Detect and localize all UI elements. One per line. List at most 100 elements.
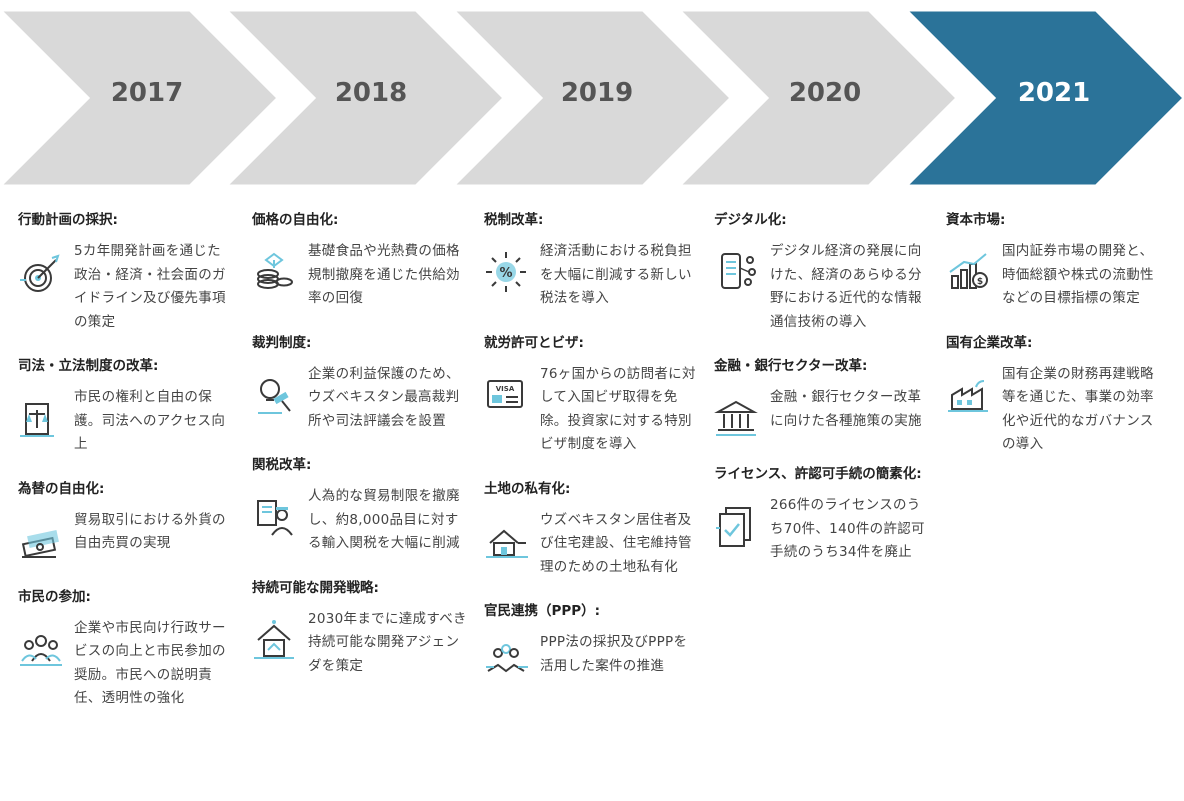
reform-body: 貿易取引における外貨の自由売買の実現 xyxy=(18,509,233,565)
reform-body: $ 国内証券市場の開発と、時価総額や株式の流動性などの目標指標の策定 xyxy=(946,240,1161,311)
reform-item: 関税改革: 人為的な貿易制限を撤廃し、約8,000品目に対する輸入関税を大幅に削減 xyxy=(252,455,467,556)
column-2017: 行動計画の採択: 5カ年開発計画を通じた政治・経済・社会面のガイドライン及び優先事… xyxy=(18,210,233,733)
year-label-2020: 2020 xyxy=(788,78,862,108)
reform-body: 国有企業の財務再建戦略等を通じた、事業の効率化や近代的なガバナンスの導入 xyxy=(946,363,1161,457)
reform-body: ウズベキスタン居住者及び住宅建設、住宅維持管理のための土地私有化 xyxy=(484,509,699,580)
reform-title: 価格の自由化: xyxy=(252,212,339,228)
reform-body: デジタル経済の発展に向けた、経済のあらゆる分野における近代的な情報通信技術の導入 xyxy=(714,240,929,334)
reform-item: 税制改革:% 経済活動における税負担を大幅に削減する新しい税法を導入 xyxy=(484,210,699,311)
reform-body: 基礎食品や光熱費の価格規制撤廃を通じた供給効率の回復 xyxy=(252,240,467,311)
svg-text:$: $ xyxy=(977,277,983,287)
year-label-2019: 2019 xyxy=(560,78,634,108)
reform-description: 企業の利益保護のため、ウズベキスタン最高裁判所や司法評議会を設置 xyxy=(308,365,460,429)
year-label-2018: 2018 xyxy=(334,78,408,108)
reform-title: デジタル化: xyxy=(714,212,787,228)
reform-title: 行動計画の採択: xyxy=(18,212,118,228)
reform-title: 就労許可とビザ: xyxy=(484,334,584,351)
reform-item: 官民連携（PPP）: PPP法の採択及びPPPを活用した案件の推進 xyxy=(484,601,699,687)
timeline-arrows xyxy=(0,8,1184,188)
reform-body: 2030年までに達成すべき持続可能な開発アジェンダを策定 xyxy=(252,608,467,679)
svg-text:VISA: VISA xyxy=(496,385,515,393)
timeline-arrow-2018 xyxy=(222,8,507,188)
reform-title: 市民の参加: xyxy=(18,588,91,605)
timeline-arrow-2021 xyxy=(902,8,1184,188)
reform-title: 官民連携（PPP）: xyxy=(484,603,601,619)
growth-chart-icon: $ xyxy=(946,250,992,296)
reform-description: 266件のライセンスのうち70件、140件の許認可手続のうち34件を廃止 xyxy=(770,497,925,560)
column-2019: 税制改革:% 経済活動における税負担を大幅に削減する新しい税法を導入就労許可とビザ… xyxy=(484,210,699,709)
customs-officer-icon xyxy=(252,495,298,541)
reform-body: 人為的な貿易制限を撤廃し、約8,000品目に対する輸入関税を大幅に削減 xyxy=(252,485,467,556)
reform-title: 資本市場: xyxy=(946,212,1006,228)
reform-body: 5カ年開発計画を通じた政治・経済・社会面のガイドライン及び優先事項の策定 xyxy=(18,240,233,334)
reform-item: 価格の自由化: 基礎食品や光熱費の価格規制撤廃を通じた供給効率の回復 xyxy=(252,210,467,311)
justice-scale-icon xyxy=(18,396,64,442)
reform-item: デジタル化: デジタル経済の発展に向けた、経済のあらゆる分野における近代的な情報通… xyxy=(714,210,929,334)
reform-description: 市民の権利と自由の保護。司法へのアクセス向上 xyxy=(74,389,226,452)
house-land-icon xyxy=(484,519,530,565)
reform-title: 国有企業改革: xyxy=(946,334,1033,351)
checklist-document-icon xyxy=(714,504,760,550)
people-group-icon xyxy=(18,627,64,673)
svg-text:%: % xyxy=(499,266,512,281)
reform-item: 土地の私有化: ウズベキスタン居住者及び住宅建設、住宅維持管理のための土地私有化 xyxy=(484,479,699,580)
reform-title: 金融・銀行セクター改革: xyxy=(714,358,868,374)
reform-title: 裁判制度: xyxy=(252,334,312,351)
reform-description: 5カ年開発計画を通じた政治・経済・社会面のガイドライン及び優先事項の策定 xyxy=(74,243,226,330)
handshake-people-icon xyxy=(484,641,530,687)
reform-item: 行動計画の採択: 5カ年開発計画を通じた政治・経済・社会面のガイドライン及び優先事… xyxy=(18,210,233,334)
reform-description: 76ヶ国からの訪問者に対して入国ビザ取得を免除。投資家に対する特別ビザ制度を導入 xyxy=(540,365,696,453)
reform-description: 金融・銀行セクター改革に向けた各種施策の実施 xyxy=(770,389,922,429)
reform-body: 企業や市民向け行政サービスの向上と市民参加の奨励。市民への説明責任、透明性の強化 xyxy=(18,617,233,711)
reform-title: 税制改革: xyxy=(484,212,544,228)
reform-description: デジタル経済の発展に向けた、経済のあらゆる分野における近代的な情報通信技術の導入 xyxy=(770,243,922,330)
reform-title: 持続可能な開発戦略: xyxy=(252,579,379,596)
sustainable-house-icon xyxy=(252,618,298,664)
reform-item: 司法・立法制度の改革:市民の権利と自由の保護。司法へのアクセス向上 xyxy=(18,356,233,457)
column-2020: デジタル化: デジタル経済の発展に向けた、経済のあらゆる分野における近代的な情報通… xyxy=(714,210,929,587)
reform-title: 土地の私有化: xyxy=(484,480,571,497)
column-2018: 価格の自由化: 基礎食品や光熱費の価格規制撤廃を通じた供給効率の回復裁判制度: 企業… xyxy=(252,210,467,700)
reform-item: 資本市場: $ 国内証券市場の開発と、時価総額や株式の流動性などの目標指標の策定 xyxy=(946,210,1161,311)
timeline-arrow-2017 xyxy=(0,8,281,188)
coins-icon xyxy=(252,250,298,296)
reform-title: 関税改革: xyxy=(252,457,312,473)
reform-item: 就労許可とビザ: VISA 76ヶ国からの訪問者に対して入国ビザ取得を免除。投資家に… xyxy=(484,333,699,457)
money-stack-icon xyxy=(18,519,64,565)
reform-title: 為替の自由化: xyxy=(18,480,105,497)
timeline-arrow-2020 xyxy=(675,8,960,188)
reform-body: % 経済活動における税負担を大幅に削減する新しい税法を導入 xyxy=(484,240,699,311)
digital-phone-icon xyxy=(714,250,760,296)
reform-description: 企業や市民向け行政サービスの向上と市民参加の奨励。市民への説明責任、透明性の強化 xyxy=(74,619,226,707)
gavel-idea-icon xyxy=(252,373,298,419)
reform-body: PPP法の採択及びPPPを活用した案件の推進 xyxy=(484,631,699,687)
reform-body: 266件のライセンスのうち70件、140件の許認可手続のうち34件を廃止 xyxy=(714,494,929,565)
reform-description: 基礎食品や光熱費の価格規制撤廃を通じた供給効率の回復 xyxy=(308,243,460,306)
target-icon xyxy=(18,250,64,296)
reform-description: PPP法の採択及びPPPを活用した案件の推進 xyxy=(540,634,688,674)
reform-item: 金融・銀行セクター改革: 金融・銀行セクター改革に向けた各種施策の実施 xyxy=(714,356,929,442)
reform-description: ウズベキスタン居住者及び住宅建設、住宅維持管理のための土地私有化 xyxy=(540,511,692,575)
year-label-2021: 2021 xyxy=(1017,78,1091,108)
visa-card-icon: VISA xyxy=(484,373,530,419)
factory-icon xyxy=(946,373,992,419)
bank-icon xyxy=(714,396,760,442)
reform-body: 市民の権利と自由の保護。司法へのアクセス向上 xyxy=(18,386,233,457)
reform-description: 国内証券市場の開発と、時価総額や株式の流動性などの目標指標の策定 xyxy=(1002,243,1154,306)
reform-description: 人為的な貿易制限を撤廃し、約8,000品目に対する輸入関税を大幅に削減 xyxy=(308,488,460,551)
reform-title: ライセンス、許認可手続の簡素化: xyxy=(714,466,922,482)
percent-tax-icon: % xyxy=(484,250,530,296)
reform-body: 企業の利益保護のため、ウズベキスタン最高裁判所や司法評議会を設置 xyxy=(252,363,467,434)
reform-description: 2030年までに達成すべき持続可能な開発アジェンダを策定 xyxy=(308,610,467,674)
reform-body: 金融・銀行セクター改革に向けた各種施策の実施 xyxy=(714,386,929,442)
reform-description: 貿易取引における外貨の自由売買の実現 xyxy=(74,511,226,552)
reform-item: 国有企業改革: 国有企業の財務再建戦略等を通じた、事業の効率化や近代的なガバナンス… xyxy=(946,333,1161,457)
timeline-arrow-2019 xyxy=(449,8,734,188)
reform-description: 経済活動における税負担を大幅に削減する新しい税法を導入 xyxy=(540,243,692,306)
column-2021: 資本市場: $ 国内証券市場の開発と、時価総額や株式の流動性などの目標指標の策定国有… xyxy=(946,210,1161,479)
year-label-2017: 2017 xyxy=(110,78,184,108)
reform-item: 市民の参加: 企業や市民向け行政サービスの向上と市民参加の奨励。市民への説明責任、… xyxy=(18,587,233,711)
reform-description: 国有企業の財務再建戦略等を通じた、事業の効率化や近代的なガバナンスの導入 xyxy=(1002,365,1154,453)
reform-item: 為替の自由化: 貿易取引における外貨の自由売買の実現 xyxy=(18,479,233,565)
reform-item: 裁判制度: 企業の利益保護のため、ウズベキスタン最高裁判所や司法評議会を設置 xyxy=(252,333,467,434)
